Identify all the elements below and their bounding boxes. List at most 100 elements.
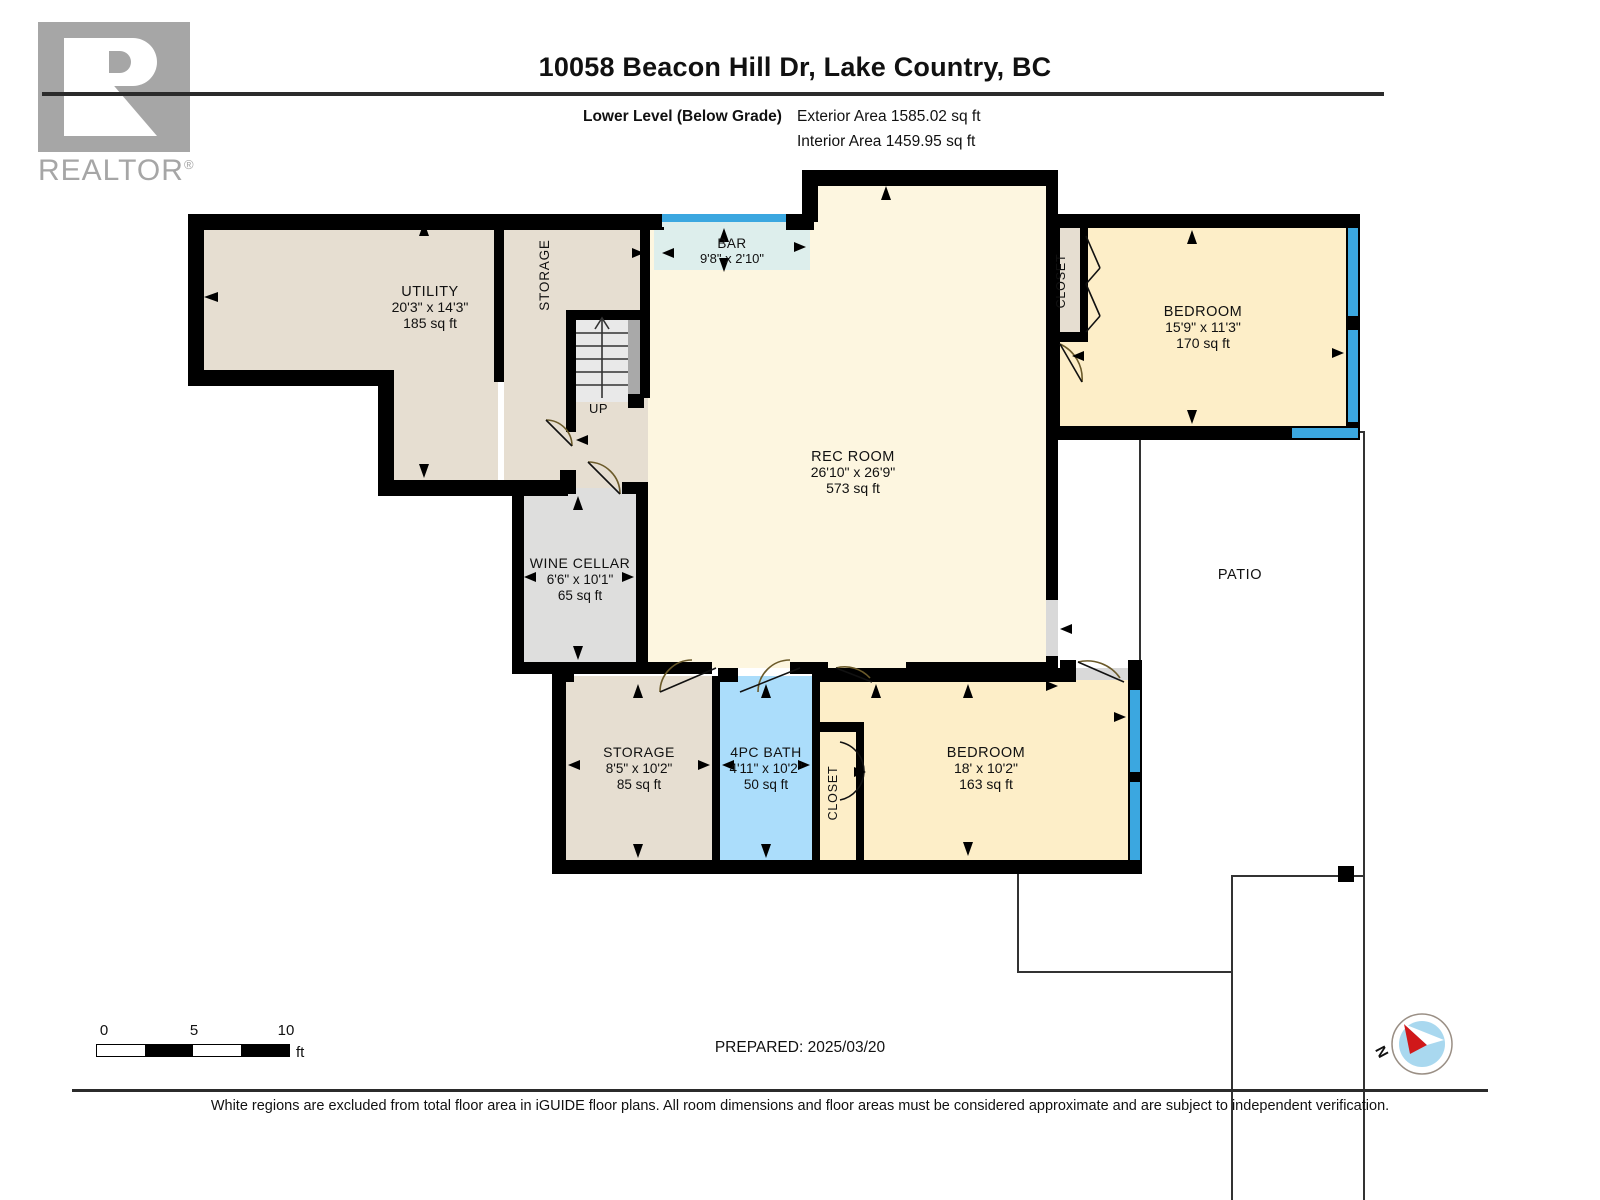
door-swing-hall [545,419,573,447]
wall-wine-left [512,482,524,674]
compass-icon [1391,1013,1453,1075]
room-label-bar: BAR 9'8" x 2'10" [700,236,764,266]
door-swing-bed-upper-leaf [1059,343,1083,383]
compass-needle-north [1404,1024,1427,1054]
wall-rec-bottom-left [648,662,712,674]
wall-wine-top-right [622,482,648,494]
wall-lower-left [552,668,566,874]
door-rec-right-lower [1046,600,1058,656]
wall-storage-bath-divider [712,676,720,864]
room-bedroom-lower-area: 163 sq ft [959,776,1013,792]
window-bed-upper-bottom [1292,428,1358,438]
realtor-logo-text: REALTOR [38,154,184,187]
room-utility-area: 185 sq ft [403,315,457,331]
dim-arrow-bed-lower-door [871,684,881,698]
door-swing-patio-leaf [1077,661,1125,683]
room-rec-name: REC ROOM [811,449,895,465]
door-swing-closet-upper-b [1085,267,1101,285]
door-swing-closet-upper-a [1085,235,1101,269]
room-bedroom-lower-name: BEDROOM [947,745,1025,761]
room-bedroom-lower-fill [816,672,1140,864]
room-wine-cellar-name: WINE CELLAR [530,555,630,571]
dim-arrow-up-storage-lower [633,684,643,698]
dim-arrow-right-storage-lower [698,760,710,770]
dim-arrow-right-wine [622,572,634,582]
realtor-logo-mark [38,22,190,152]
room-bath-dimensions: 4'11" x 10'2" [729,761,802,776]
wall-lower-top-right [812,668,836,682]
room-label-wine-cellar: WINE CELLAR 6'6" x 10'1" 65 sq ft [530,555,630,603]
dim-arrow-left-storage-lower [568,760,580,770]
dim-arrow-closet-lower [854,767,866,777]
door-swing-patio [1077,660,1121,679]
stair-direction-arrow-icon [594,316,610,398]
dim-arrow-down-bar [719,258,729,272]
room-label-utility: UTILITY 20'3" x 14'3" 185 sq ft [392,284,469,331]
window-bed-lower-right-b [1130,782,1140,860]
wall-closet-lower-top [812,722,864,732]
scale-segment-4 [241,1045,289,1056]
room-utility-dimensions: 20'3" x 14'3" [392,299,469,315]
door-swing-storage-lower-leaf [659,667,717,693]
dim-arrow-up-bed-upper [1187,230,1197,244]
door-swing-closet-lower-b [839,771,865,801]
scale-tick-10: 10 [277,1022,295,1039]
patio-marker [1338,866,1354,882]
room-bar-dimensions: 9'8" x 2'10" [700,251,764,266]
door-swing-wine-leaf [587,461,621,495]
wall-bath-closet-divider [812,682,820,864]
compass-needle-south [1404,1024,1444,1045]
dim-arrow-down-utility [419,464,429,478]
dimension-arrow-markers [204,186,1344,858]
scale-segment-1 [97,1045,145,1056]
dim-arrow-down-bath [761,844,771,858]
wall-bar-top-left [648,214,662,230]
scale-segment-2 [145,1045,193,1056]
door-swing-closet-upper-d [1085,315,1101,333]
wall-stair-left [566,310,576,402]
dim-arrow-down-bed-upper [1187,410,1197,424]
door-swing-bath [757,659,791,693]
wall-wine-bottom [512,662,648,674]
room-bedroom-upper-name: BEDROOM [1164,304,1242,320]
realtor-logo-r-counter [109,51,131,73]
window-bed-lower-right-a [1130,690,1140,772]
dim-arrow-right-bed-lower [1114,712,1126,722]
interior-area-label: Interior Area 1459.95 sq ft [797,133,976,150]
room-storage-lower-fill [560,676,718,864]
dim-arrow-left-wine [524,572,536,582]
scale-tick-5: 5 [189,1022,199,1039]
scale-bar-segments [96,1044,290,1057]
dim-arrow-up-utility [419,222,429,236]
wall-wine-top [512,482,576,494]
room-bath-area: 50 sq ft [744,777,789,792]
scale-tick-0: 0 [99,1022,109,1039]
door-swing-bed-upper [1059,343,1083,383]
room-label-bath: 4PC BATH 4'11" x 10'2" 50 sq ft [729,744,802,792]
wall-closet-upper-right [1080,224,1088,340]
wall-bed-lower-jog [1060,660,1076,682]
room-rec-fill [648,178,1058,668]
door-swing-bath-leaf [739,667,801,693]
door-swings [545,235,1125,801]
wall-rec-top [802,170,1058,186]
room-bedroom-upper-dimensions: 15'9" x 11'3" [1165,319,1241,335]
stair-side-shadow [628,320,640,402]
room-bath-name: 4PC BATH [730,744,801,760]
wall-rec-left-upper [802,170,818,222]
dim-arrow-left-bar [662,248,674,258]
dim-arrow-up-bed-lower [963,684,973,698]
room-rec-dimensions: 26'10" x 26'9" [811,464,896,480]
header-divider-rule [42,92,1384,96]
door-swing-wine [587,461,621,495]
dim-arrow-down-storage-lower [633,844,643,858]
window-bar-top-inner [662,222,786,227]
dim-arrow-rec-right-lower [1060,624,1072,634]
room-storage-lower-name: STORAGE [603,744,675,760]
disclaimer-text: White regions are excluded from total fl… [210,1098,1390,1114]
room-label-rec: REC ROOM 26'10" x 26'9" 573 sq ft [811,449,896,496]
dim-arrow-left-utility [204,292,218,302]
room-utility-name: UTILITY [401,284,458,300]
registered-mark: ® [183,157,195,172]
